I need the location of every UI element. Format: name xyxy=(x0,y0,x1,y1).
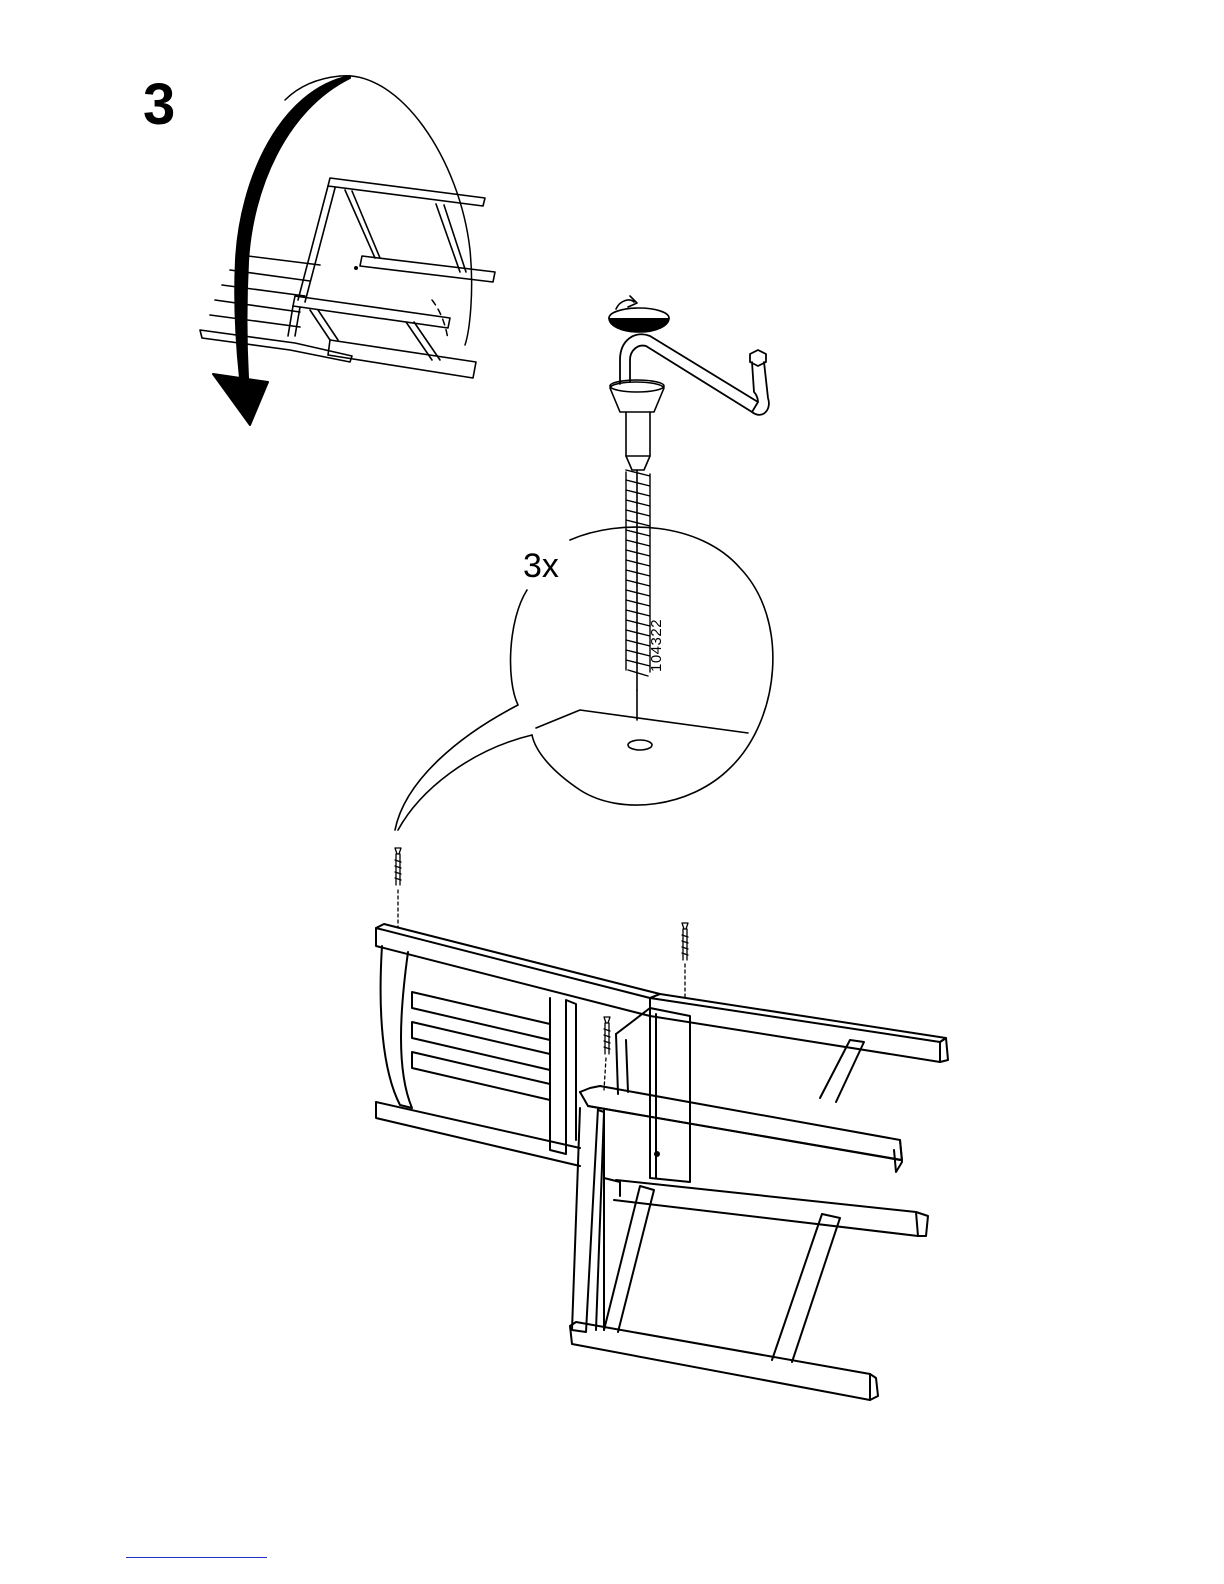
chair-screws xyxy=(395,848,688,1090)
chair-main-illustration xyxy=(376,924,948,1400)
quantity-label: 3x xyxy=(523,549,559,583)
allen-key-icon xyxy=(620,334,769,415)
footer-rule xyxy=(126,1557,267,1558)
detail-callout-bubble xyxy=(395,527,773,830)
rotate-arrow-icon xyxy=(213,76,472,425)
part-number-label: 104322 xyxy=(648,619,665,672)
turn-clockwise-icon xyxy=(609,296,669,332)
